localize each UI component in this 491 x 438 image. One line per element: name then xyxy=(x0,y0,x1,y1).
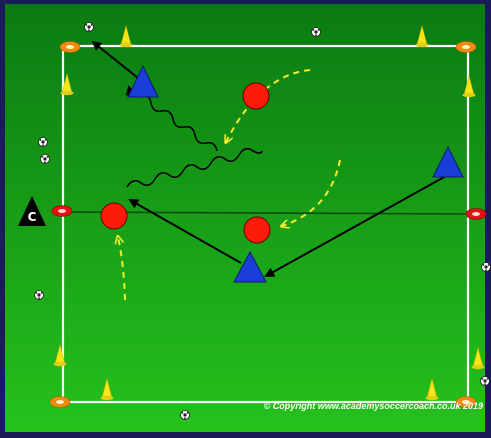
halfway-cone xyxy=(51,205,73,217)
pass-arrow xyxy=(91,40,139,79)
corner-cone xyxy=(49,396,71,408)
run-arrow xyxy=(282,159,341,226)
football xyxy=(180,410,190,420)
dribble-arrow xyxy=(126,147,263,188)
coach-label: C xyxy=(28,210,37,224)
corner-cone xyxy=(455,41,477,53)
defender-player xyxy=(127,64,159,98)
football xyxy=(38,137,48,147)
defender-player xyxy=(233,250,267,283)
football xyxy=(480,376,490,386)
area-boundary xyxy=(61,44,470,404)
football xyxy=(34,290,44,300)
attacker-player xyxy=(100,202,128,230)
football xyxy=(311,27,321,37)
pitch xyxy=(5,4,485,432)
run-arrow xyxy=(118,237,126,301)
corner-cone xyxy=(59,41,81,53)
football xyxy=(84,22,94,32)
coach-marker xyxy=(18,196,46,226)
attacker-player xyxy=(243,216,271,244)
football xyxy=(481,262,491,272)
attacker-player xyxy=(242,82,270,110)
halfway-line xyxy=(62,211,476,215)
defender-player xyxy=(432,145,464,178)
pass-arrow xyxy=(128,199,242,264)
pass-arrow xyxy=(264,175,447,277)
halfway-cone xyxy=(465,208,487,220)
run-arrow xyxy=(226,69,311,142)
football xyxy=(40,154,50,164)
copyright-text: © Copyright www.academysoccercoach.co.uk… xyxy=(263,401,483,411)
